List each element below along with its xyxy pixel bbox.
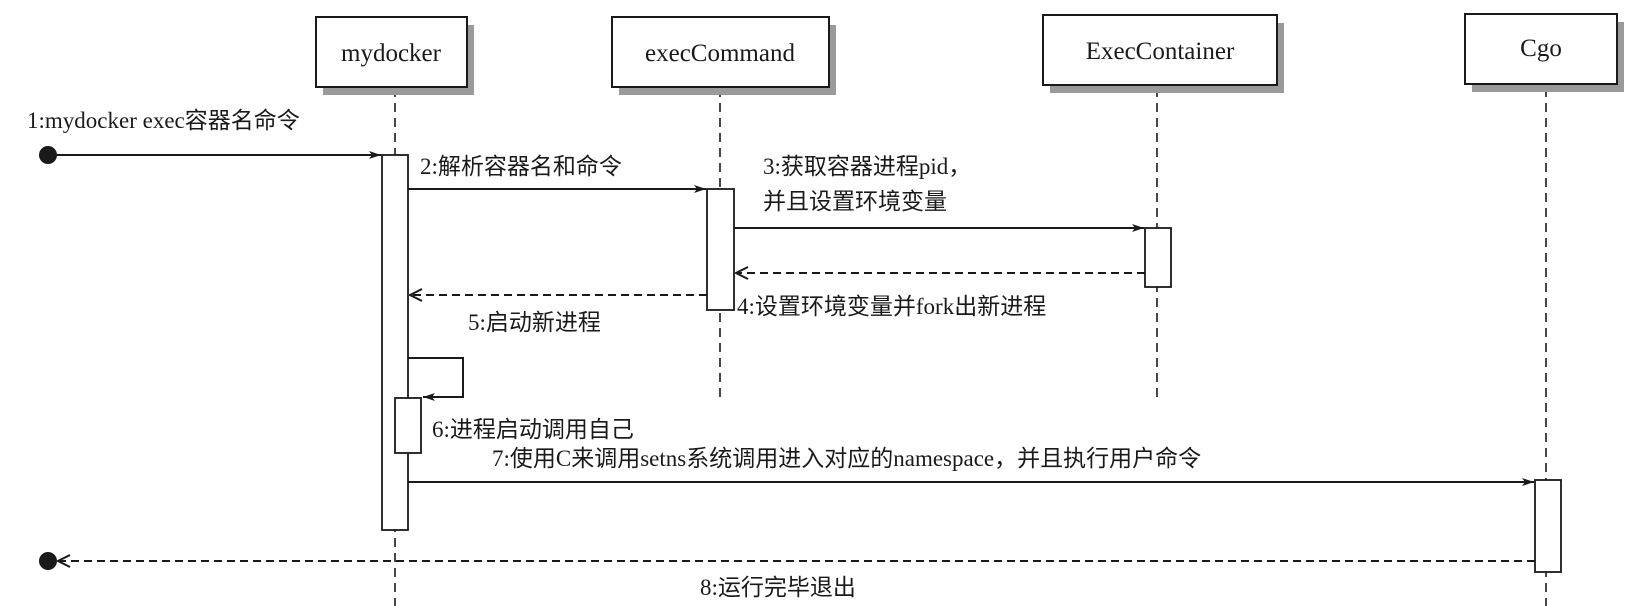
- message-2-label: 2:解析容器名和命令: [420, 154, 622, 179]
- participant-label: ExecContainer: [1086, 38, 1235, 65]
- message-6-arrow: [408, 357, 464, 401]
- participant-mydocker: mydocker: [315, 16, 474, 95]
- participant-cgo: Cgo: [1464, 13, 1624, 92]
- activation-cgo: [1534, 479, 1562, 573]
- message-1-label: 1:mydocker exec容器名命令: [27, 108, 300, 133]
- message-3-label-line1: 3:获取容器进程pid，: [763, 154, 971, 179]
- activation-mydocker: [381, 154, 409, 531]
- final-node-icon: [39, 552, 57, 570]
- participant-label: mydocker: [341, 40, 442, 67]
- message-6-label: 6:进程启动调用自己: [432, 417, 634, 442]
- activation-mydocker-self: [394, 397, 422, 454]
- participant-label: execCommand: [645, 40, 795, 67]
- message-7-label: 7:使用C来调用setns系统调用进入对应的namespace，并且执行用户命令: [492, 446, 1201, 471]
- participant-execcontainer: ExecContainer: [1042, 14, 1284, 93]
- initial-node-icon: [39, 146, 57, 164]
- activation-execcommand: [706, 188, 735, 311]
- message-5-label: 5:启动新进程: [468, 310, 601, 335]
- participant-label: Cgo: [1520, 35, 1562, 62]
- message-4-label: 4:设置环境变量并fork出新进程: [737, 294, 1046, 319]
- message-8-label: 8:运行完毕退出: [700, 575, 856, 600]
- participant-execcommand: execCommand: [611, 16, 836, 95]
- message-3-label-line2: 并且设置环境变量: [763, 189, 947, 214]
- activation-execcontainer: [1144, 227, 1172, 288]
